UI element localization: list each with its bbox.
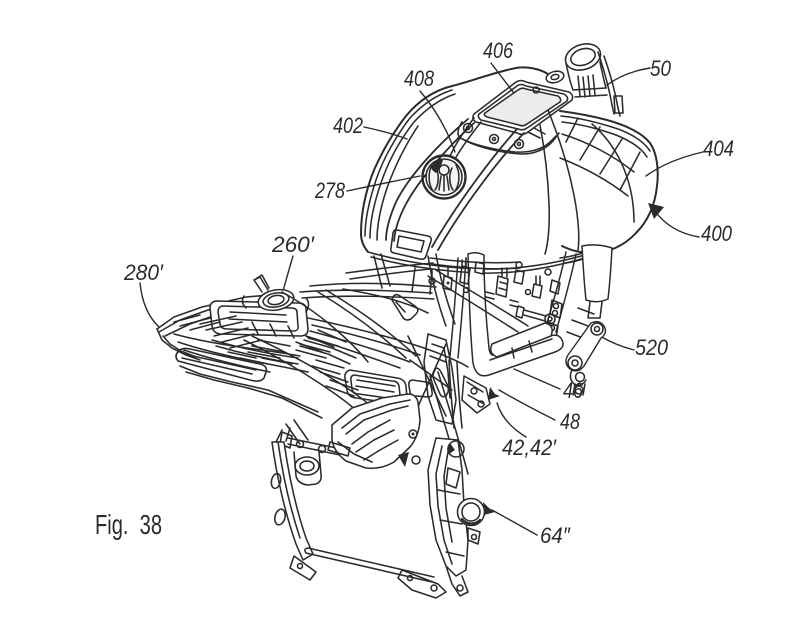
svg-text:Fig. 38: Fig. 38 <box>95 509 162 540</box>
svg-text:408: 408 <box>404 66 435 91</box>
svg-text:402: 402 <box>333 113 363 138</box>
svg-text:280′: 280′ <box>123 260 164 285</box>
svg-text:278: 278 <box>314 178 345 203</box>
svg-text:520: 520 <box>635 335 669 360</box>
svg-text:48: 48 <box>560 409 581 434</box>
svg-text:260′: 260′ <box>271 232 315 257</box>
svg-text:406: 406 <box>483 38 514 63</box>
svg-text:42,42′: 42,42′ <box>502 435 557 460</box>
svg-text:64″: 64″ <box>540 523 571 548</box>
svg-text:50: 50 <box>650 56 672 81</box>
svg-text:400: 400 <box>701 221 733 246</box>
svg-text:404: 404 <box>703 136 734 161</box>
